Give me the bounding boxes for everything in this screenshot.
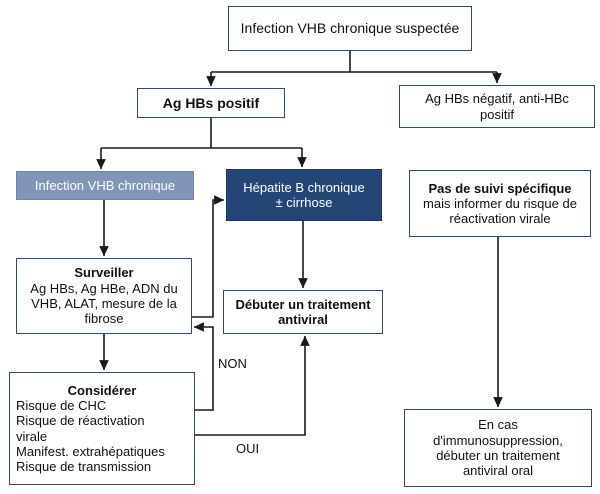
node-immunosuppression-traitement-oral-line: débuter un traitement	[436, 448, 560, 463]
node-considerer-line: Manifest. extrahépatiques	[16, 443, 165, 459]
node-ag-hbs-negatif-line: Ag HBs négatif, anti-HBc	[425, 91, 569, 107]
node-hepatite-b-chronique: Hépatite B chronique± cirrhose	[226, 169, 382, 221]
node-considerer-line: Risque de réactivation	[16, 413, 145, 429]
node-pas-de-suivi-specifique-line: Pas de suivi spécifique	[428, 180, 572, 196]
node-immunosuppression-traitement-oral-line: antiviral oral	[462, 463, 534, 479]
node-infection-suspectee-line: Infection VHB chronique suspectée	[240, 20, 460, 37]
edge-surveiller-to-hepatite-b	[192, 195, 225, 318]
node-considerer-line: Risque de CHC	[16, 397, 107, 413]
node-ag-hbs-negatif-line: positif	[480, 106, 514, 122]
node-hepatite-b-chronique-line: Hépatite B chronique	[243, 179, 365, 195]
node-debuter-traitement-antiviral-line: Débuter un traitement	[235, 296, 371, 312]
node-immunosuppression-traitement-oral-line: d'immunosuppression,	[433, 432, 563, 448]
node-infection-vhb-chronique: Infection VHB chronique	[16, 171, 194, 200]
node-immunosuppression-traitement-oral-line: En cas	[478, 417, 518, 433]
node-considerer-line: Considérer	[67, 382, 137, 398]
edge-label-non: NON	[218, 356, 247, 371]
node-surveiller-line: Ag HBs, Ag HBe, ADN du	[30, 280, 178, 296]
node-debuter-traitement-antiviral-line: antiviral	[278, 312, 328, 327]
edge-label-oui: OUI	[236, 441, 260, 456]
node-pas-de-suivi-specifique-line: réactivation virale	[449, 211, 551, 227]
node-considerer-line: virale	[16, 428, 48, 444]
node-pas-de-suivi-specifique-line: mais informer du risque de	[423, 195, 577, 211]
node-surveiller-line: Surveiller	[74, 265, 134, 281]
node-infection-vhb-chronique-line: Infection VHB chronique	[34, 177, 176, 193]
node-ag-hbs-positif: Ag HBs positif	[137, 88, 285, 118]
node-surveiller-line: VHB, ALAT, mesure de la	[31, 296, 177, 311]
node-hepatite-b-chronique-line: ± cirrhose	[275, 195, 333, 210]
node-surveiller-line: fibrose	[84, 311, 124, 327]
node-ag-hbs-positif-line: Ag HBs positif	[162, 94, 260, 111]
node-infection-suspectee: Infection VHB chronique suspectée	[228, 6, 472, 51]
node-considerer-line: Risque de transmission	[16, 459, 152, 475]
edge-considerer-oui-to-traitement	[195, 335, 310, 436]
